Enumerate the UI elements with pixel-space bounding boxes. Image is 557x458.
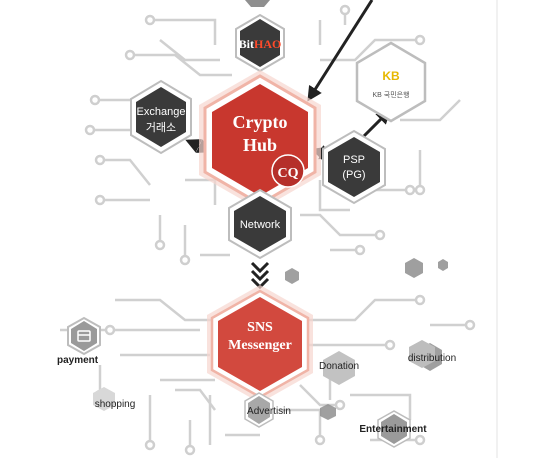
sns-messenger-node[interactable]: SNS Messenger: [207, 285, 313, 403]
kb-node[interactable]: KB KB 국민은행: [355, 41, 427, 123]
donation-node[interactable]: Donation: [319, 351, 359, 385]
sns-title-line1: SNS: [247, 320, 273, 335]
hub-title-line2: Hub: [243, 135, 277, 155]
bithao-node[interactable]: BitHAO: [235, 13, 285, 73]
exchange-label: Exchange: [137, 106, 186, 118]
hub-title-line1: Crypto: [233, 112, 288, 132]
circuit-nodes: [84, 4, 476, 456]
bithao-label-part1: Bit: [239, 37, 254, 51]
cq-badge-label: CQ: [278, 166, 299, 181]
psp-label-pg: (PG): [342, 169, 365, 181]
arrow-to-hub: [307, 0, 374, 102]
psp-node[interactable]: PSP (PG): [322, 129, 386, 205]
payment-label: payment: [57, 355, 99, 366]
svg-text:BitHAO: BitHAO: [239, 37, 282, 51]
cq-badge: [271, 154, 305, 188]
kb-logo-mark: KB: [382, 69, 400, 83]
advertising-node[interactable]: Advertisin: [244, 392, 291, 428]
down-arrow-icon: [250, 261, 270, 290]
entertainment-label: Entertainment: [359, 424, 427, 435]
advertising-label: Advertisin: [247, 406, 291, 417]
circuit-background: [60, 12, 470, 450]
top-partial-hex: [245, 0, 270, 7]
payment-node[interactable]: payment: [57, 316, 101, 366]
exchange-label-ko: 거래소: [146, 121, 176, 134]
distribution-label: distribution: [408, 353, 456, 364]
kb-label: KB 국민은행: [372, 90, 409, 99]
bithao-label-part2: HAO: [254, 37, 281, 51]
psp-label: PSP: [343, 154, 365, 166]
sns-title-line2: Messenger: [228, 338, 292, 353]
payment-icon: [77, 330, 91, 342]
shopping-node[interactable]: shopping: [93, 387, 135, 411]
donation-label: Donation: [319, 361, 359, 372]
network-label: Network: [240, 219, 281, 231]
distribution-node[interactable]: distribution: [408, 340, 456, 368]
exchange-node[interactable]: Exchange 거래소: [130, 79, 192, 155]
entertainment-node[interactable]: Entertainment: [359, 410, 427, 448]
crypto-hub-node[interactable]: Crypto Hub CQ: [199, 70, 321, 210]
network-node[interactable]: Network: [228, 188, 292, 260]
shopping-label: shopping: [95, 399, 136, 410]
